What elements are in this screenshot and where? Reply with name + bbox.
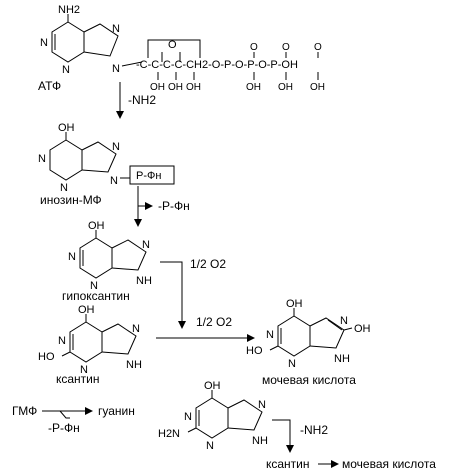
xanthine-label: ксантин xyxy=(56,372,100,386)
imp-n3: N xyxy=(60,182,68,194)
atp-n9: N xyxy=(112,63,120,75)
xanthine-ho: HO xyxy=(38,351,55,363)
reaction-oxygen-2: 1/2 O2 xyxy=(196,315,232,329)
atp-n1: N xyxy=(40,37,48,49)
uric-acid-n1: N xyxy=(266,329,274,341)
uric-acid-structure: OH HO OH N N N NH xyxy=(246,298,371,370)
gmp-side-branch xyxy=(59,410,70,419)
phosphate-oh-3: OH xyxy=(310,82,325,93)
uric-acid-ho: HO xyxy=(246,345,263,357)
reaction-deamination-guanine: -NH2 xyxy=(300,423,328,437)
arrow-guanine-deamination xyxy=(272,419,294,453)
uric-acid-label: мочевая кислота xyxy=(262,373,356,387)
hypoxanthine-structure: OH N N N NH xyxy=(68,220,152,292)
atp-amino-label: NH2 xyxy=(58,4,80,16)
phosphate-o-2: O xyxy=(282,42,290,53)
xanthine-n7: N xyxy=(132,323,140,335)
guanine-structure: OH H2N N N N NH xyxy=(158,380,268,452)
hypoxanthine-oh: OH xyxy=(88,220,105,232)
arrow-hypoxanthine-to-xanthine xyxy=(160,261,186,329)
guanine-oh: OH xyxy=(204,380,221,392)
reaction-oxygen-1: 1/2 O2 xyxy=(190,257,226,271)
imp-oh: OH xyxy=(58,122,75,134)
gmp-label: ГМФ xyxy=(12,404,37,418)
phosphoribosyl-group: Р-Фн xyxy=(136,170,161,182)
reaction-phosphoribosyl-loss: -Р-Фн xyxy=(158,199,190,213)
uric-acid-n7: N xyxy=(340,315,348,327)
hypoxanthine-n3: N xyxy=(90,280,98,292)
ribose-oh-1: OH xyxy=(150,82,165,93)
phosphate-o-1: O xyxy=(250,42,258,53)
hypoxanthine-n7: N xyxy=(142,239,150,251)
guanine-nh: NH xyxy=(252,435,268,447)
atp-structure: NH2 N N N N O -C-C-C-C-CH2-O-P-O-P-O-P-O… xyxy=(40,4,325,93)
reaction-gmp-loss: -Р-Фн xyxy=(48,421,80,435)
imp-n1: N xyxy=(38,153,46,165)
imp-label: инозин-МФ xyxy=(40,193,102,207)
ribose-oh-3: OH xyxy=(186,82,201,93)
uric-acid-nh: NH xyxy=(334,353,350,365)
imp-n7: N xyxy=(112,141,120,153)
imp-structure: OH N N N N Р-Фн xyxy=(38,122,175,194)
xanthine-structure: OH HO N N N NH xyxy=(38,304,142,376)
hypoxanthine-n1: N xyxy=(68,251,76,263)
atp-n7: N xyxy=(112,23,120,35)
xanthine-n1: N xyxy=(58,335,66,347)
reaction-deamination: -NH2 xyxy=(128,93,156,107)
uric-acid-bottom-label: мочевая кислота xyxy=(342,457,436,471)
hypoxanthine-label: гипоксантин xyxy=(62,289,130,303)
guanine-n1: N xyxy=(184,411,192,423)
atp-n3: N xyxy=(62,64,70,76)
xanthine-nh: NH xyxy=(126,359,142,371)
ribose-oh-2: OH xyxy=(168,82,183,93)
ribose-ring-oxygen: O xyxy=(168,39,177,51)
phosphate-o-3: O xyxy=(314,42,322,53)
uric-acid-oh-right: OH xyxy=(354,323,371,335)
uric-acid-n3: N xyxy=(288,358,296,370)
xanthine-oh-top: OH xyxy=(78,304,95,316)
phosphate-oh-2: OH xyxy=(278,82,293,93)
guanine-label: гуанин xyxy=(98,404,135,418)
xanthine-bottom-label: ксантин xyxy=(266,457,310,471)
atp-label: АТФ xyxy=(38,79,61,93)
phosphate-oh-1: OH xyxy=(246,82,261,93)
imp-n9: N xyxy=(110,175,118,187)
uric-acid-oh-top: OH xyxy=(286,298,303,310)
hypoxanthine-nh: NH xyxy=(136,275,152,287)
xanthine-n3: N xyxy=(80,364,88,376)
phosphoribosyl-box xyxy=(129,165,175,185)
ribose-chain: -C-C-C-C-CH2-O-P-O-P-O-P-OH xyxy=(136,59,298,71)
guanine-n7: N xyxy=(258,399,266,411)
guanine-h2n: H2N xyxy=(158,428,180,440)
guanine-n3: N xyxy=(206,440,214,452)
